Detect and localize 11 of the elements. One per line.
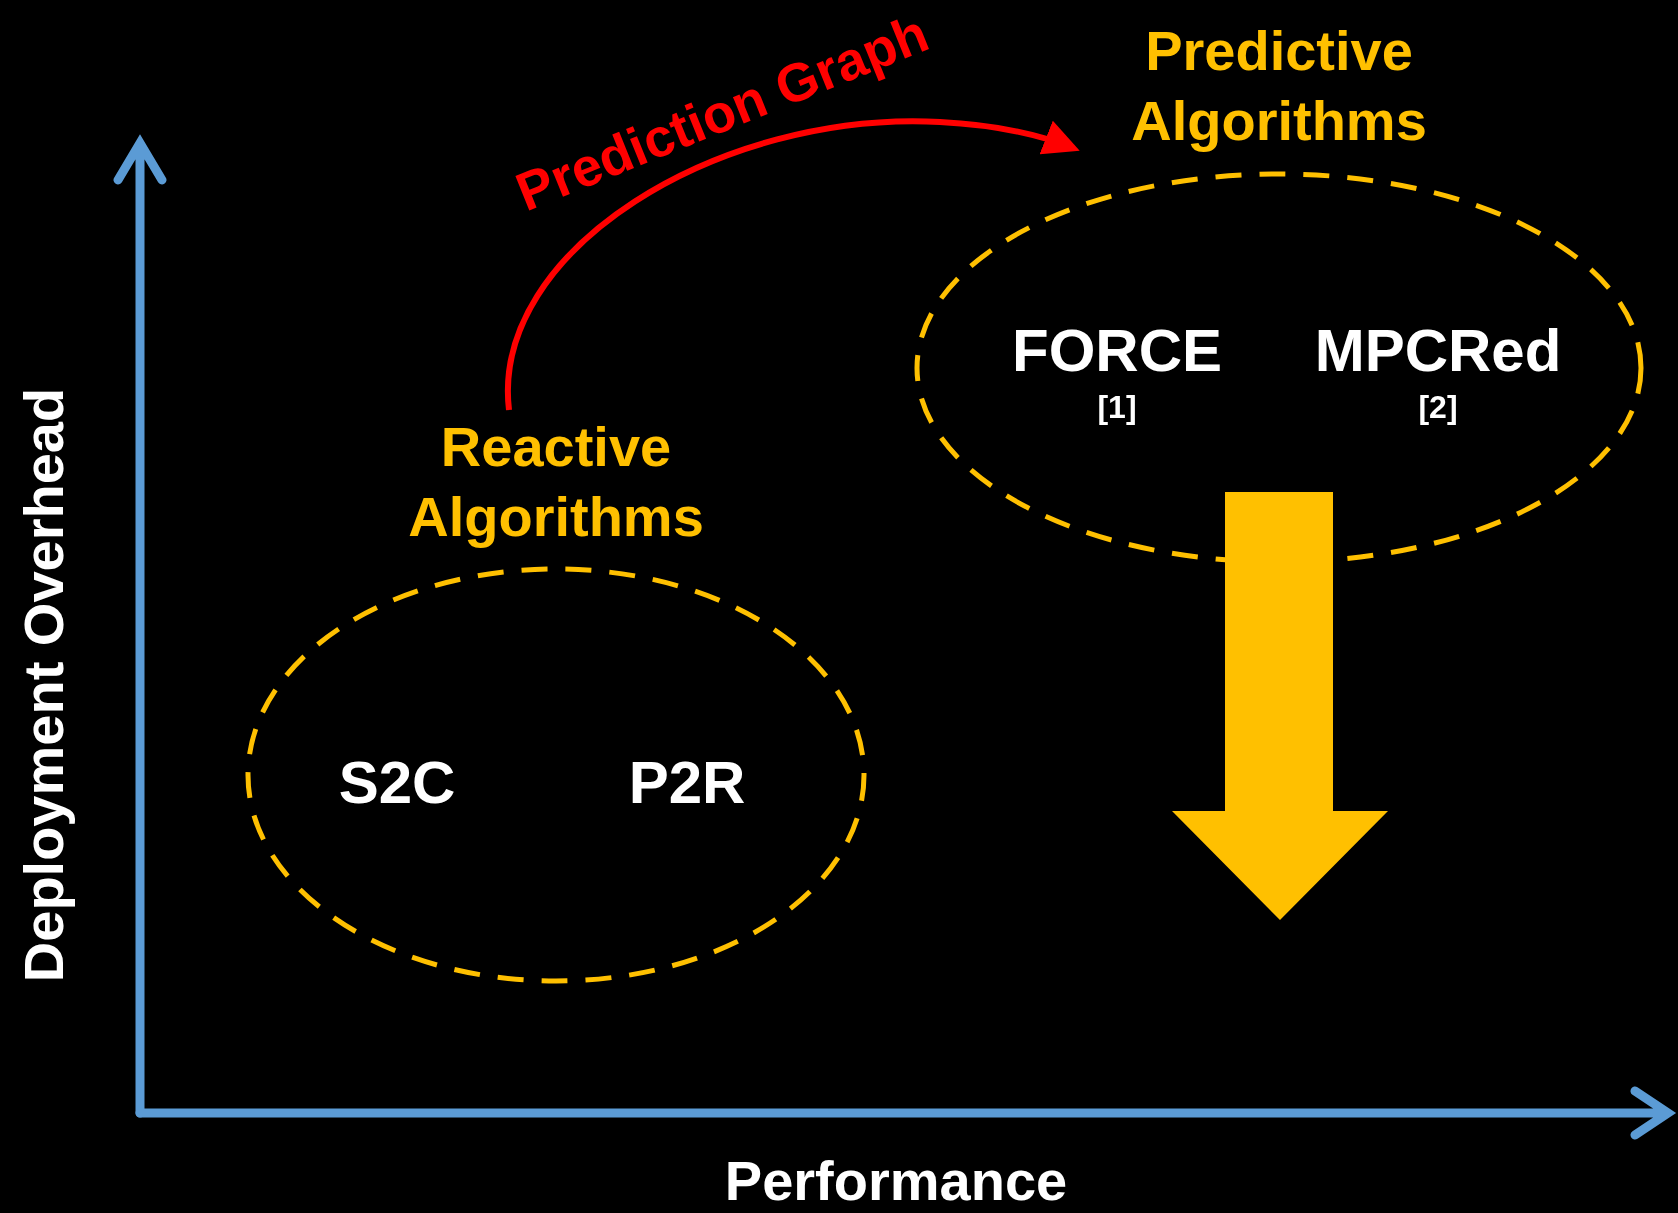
algorithm-name: P2R [628, 747, 746, 818]
citation-mark: [2] [1418, 388, 1458, 427]
algorithm-name: MPCRed [1314, 315, 1562, 386]
group-heading: Predictive Algorithms [1130, 18, 1428, 154]
algorithm-name: FORCE [1012, 315, 1222, 386]
axis-label: Deployment Overhead [10, 387, 76, 983]
curved-arrow [506, 119, 1080, 410]
algorithm-name: S2C [338, 747, 456, 818]
citation-mark: [1] [1097, 388, 1137, 427]
axis-label: Performance [724, 1147, 1068, 1213]
group-heading: Reactive Algorithms [407, 414, 705, 550]
